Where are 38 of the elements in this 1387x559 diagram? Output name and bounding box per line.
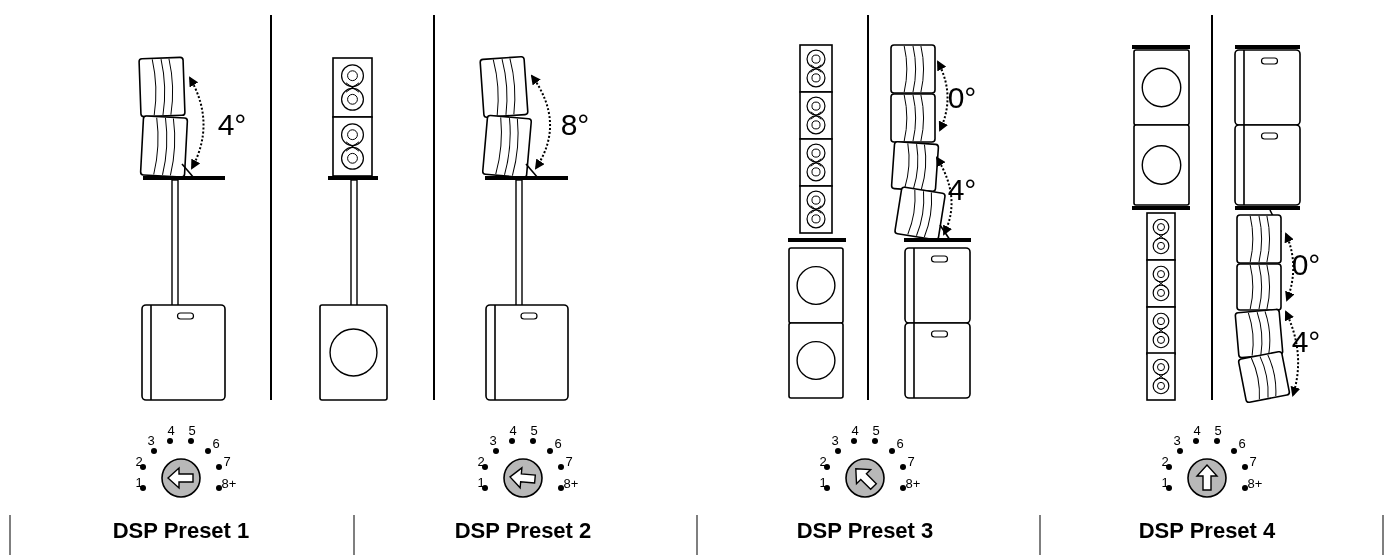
angle-label: 4° (217, 110, 247, 140)
angle-label: 4° (947, 175, 977, 205)
dial-number: 2 (477, 454, 485, 468)
dial-number: 4 (509, 423, 517, 437)
dial-number: 5 (530, 423, 538, 437)
dial-number: 3 (147, 433, 155, 447)
dial-number: 4 (1193, 423, 1201, 437)
angle-label: 4° (1291, 327, 1321, 357)
preset-title: DSP Preset 3 (796, 520, 934, 542)
dial-number: 3 (831, 433, 839, 447)
angle-label: 0° (947, 83, 977, 113)
dial-number: 6 (896, 436, 904, 450)
dial-number: 7 (907, 454, 915, 468)
dial-number: 7 (1249, 454, 1257, 468)
dial-number: 5 (872, 423, 880, 437)
dial-number: 8+ (905, 476, 921, 490)
dial-number: 3 (1173, 433, 1181, 447)
angle-label: 8° (560, 110, 590, 140)
dial-number: 7 (565, 454, 573, 468)
dial-number: 7 (223, 454, 231, 468)
preset-title: DSP Preset 4 (1138, 520, 1276, 542)
dial-number: 6 (212, 436, 220, 450)
dial-number: 2 (819, 454, 827, 468)
preset-title: DSP Preset 2 (454, 520, 592, 542)
dial-number: 8+ (1247, 476, 1263, 490)
dial-number: 4 (851, 423, 859, 437)
dial-number: 5 (188, 423, 196, 437)
dial-number: 8+ (563, 476, 579, 490)
dial-number: 5 (1214, 423, 1222, 437)
dial-number: 2 (135, 454, 143, 468)
angle-label: 0° (1291, 250, 1321, 280)
dial-number: 6 (554, 436, 562, 450)
dial-number: 3 (489, 433, 497, 447)
dial-number: 4 (167, 423, 175, 437)
preset-title: DSP Preset 1 (112, 520, 250, 542)
dial-number: 8+ (221, 476, 237, 490)
dial-number: 6 (1238, 436, 1246, 450)
dial-number: 2 (1161, 454, 1169, 468)
